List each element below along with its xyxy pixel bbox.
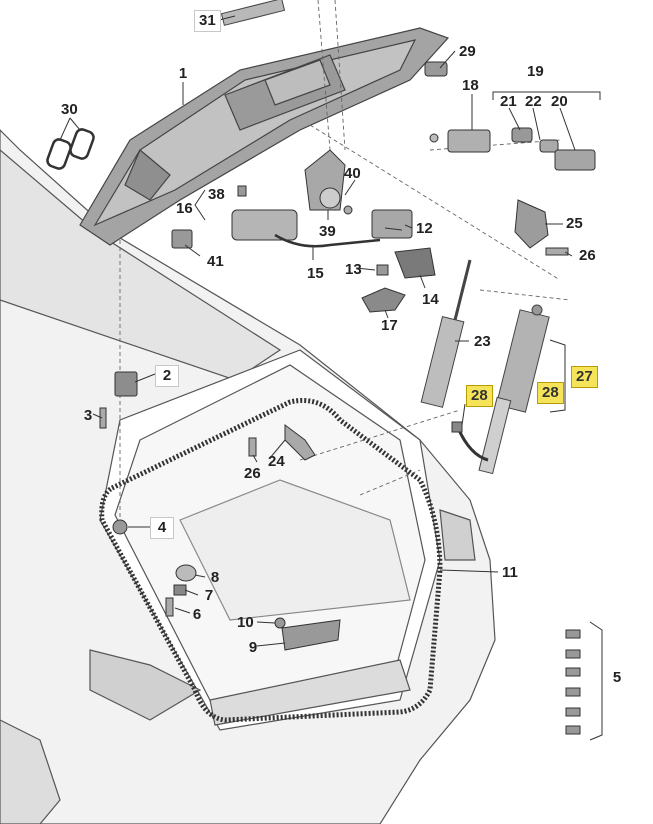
callout-2: 2: [155, 365, 179, 387]
callout-31: 31: [194, 10, 221, 32]
leader-lines: [59, 15, 603, 741]
callout-18: 18: [462, 77, 479, 94]
callout-4: 4: [150, 517, 174, 539]
callout-26-bottom: 26: [244, 465, 261, 482]
callout-25: 25: [566, 215, 583, 232]
callout-11: 11: [502, 564, 518, 581]
callout-9: 9: [248, 639, 258, 656]
callout-30: 30: [61, 101, 78, 118]
callout-8: 8: [210, 569, 220, 586]
tailgate-panel: [79, 27, 450, 246]
callout-21: 21: [500, 93, 517, 110]
callout-29: 29: [459, 43, 476, 60]
callout-13: 13: [345, 261, 362, 278]
tailgate-seal: [99, 398, 443, 723]
callout-28-right: 28: [537, 382, 564, 404]
callout-1: 1: [178, 65, 188, 82]
callout-6: 6: [192, 606, 202, 623]
callout-3: 3: [83, 407, 93, 424]
callout-23: 23: [474, 333, 491, 350]
callout-19: 19: [527, 63, 544, 80]
small-parts: [46, 61, 596, 735]
callout-14: 14: [422, 291, 439, 308]
electric-strut-27: [478, 304, 550, 475]
callout-16: 16: [176, 200, 193, 217]
callout-26-top: 26: [579, 247, 596, 264]
callout-5: 5: [612, 669, 622, 686]
trim-strip: [220, 0, 286, 26]
callout-40: 40: [344, 165, 361, 182]
callout-22: 22: [525, 93, 542, 110]
callout-38: 38: [208, 186, 225, 203]
callout-39: 39: [319, 223, 336, 240]
callout-15: 15: [307, 265, 324, 282]
callout-24: 24: [268, 453, 285, 470]
gas-strut-23: [420, 259, 472, 408]
callout-27: 27: [571, 366, 598, 388]
callout-12: 12: [416, 220, 433, 237]
callout-20: 20: [551, 93, 568, 110]
callout-17: 17: [381, 317, 398, 334]
callout-28-left: 28: [466, 385, 493, 407]
car-body: [0, 129, 496, 824]
callout-7: 7: [204, 587, 214, 604]
callout-41: 41: [207, 253, 224, 270]
callout-10: 10: [237, 614, 254, 631]
